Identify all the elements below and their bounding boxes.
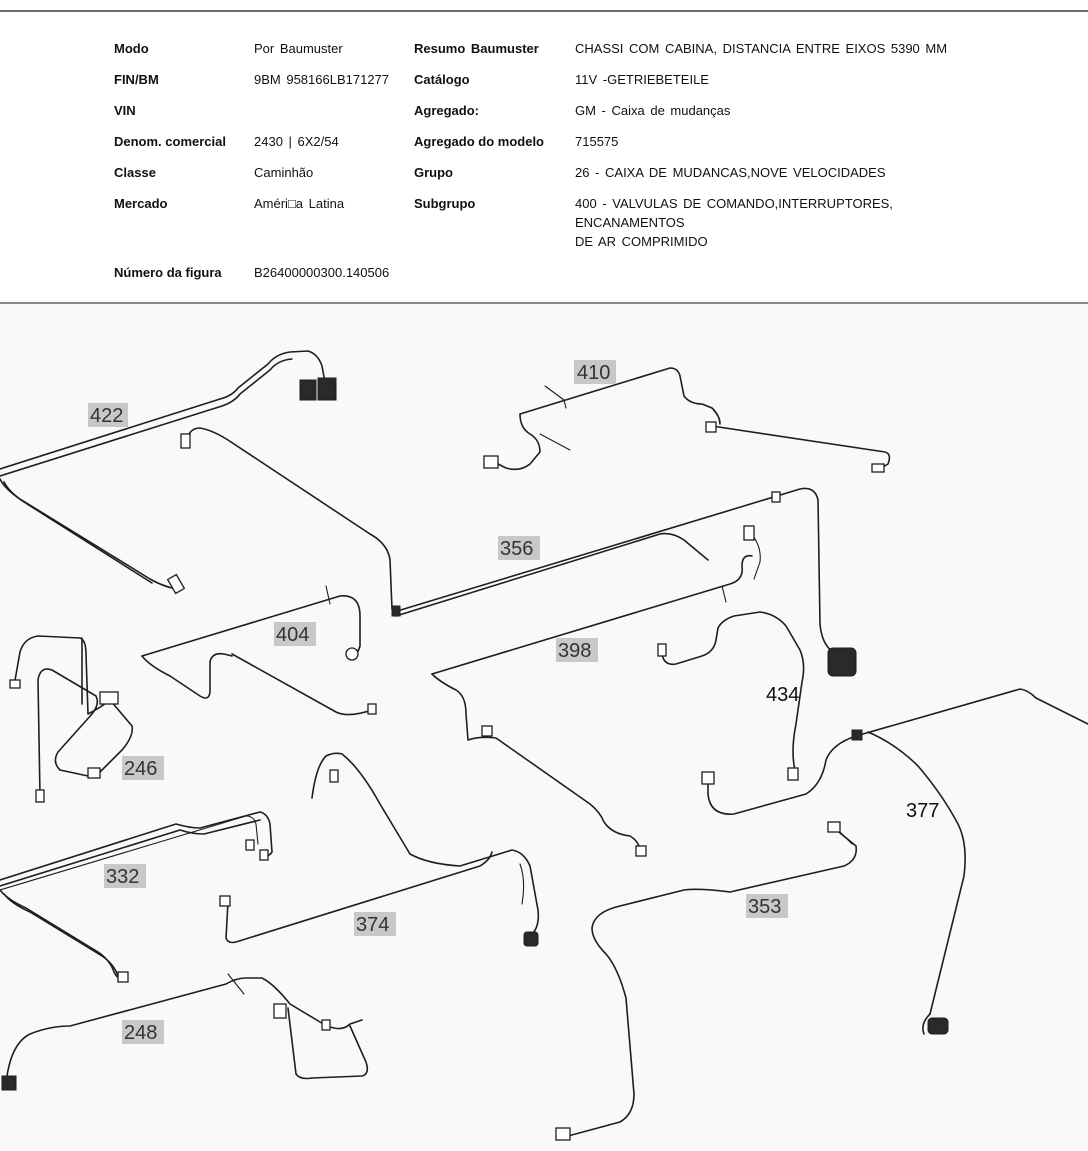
- label-mercado: Mercado: [114, 196, 168, 211]
- callout-410[interactable]: 410: [574, 360, 616, 384]
- label-numero-figura: Número da figura: [114, 265, 222, 280]
- top-divider: [0, 10, 1088, 12]
- label-denom-comercial: Denom. comercial: [114, 134, 226, 149]
- callout-374[interactable]: 374: [354, 912, 396, 936]
- callout-332[interactable]: 332: [104, 864, 146, 888]
- header-divider: [0, 302, 1088, 304]
- pipe-377[interactable]: [701, 688, 1088, 1035]
- callout-434-text: 434: [766, 684, 799, 706]
- pipe-374[interactable]: [219, 752, 540, 947]
- value-modo: Por Baumuster: [254, 41, 343, 56]
- callout-246[interactable]: 246: [122, 756, 164, 780]
- callout-248[interactable]: 248: [122, 1020, 164, 1044]
- value-classe: Caminhão: [254, 165, 314, 180]
- value-numero-figura: B26400000300.140506: [254, 265, 390, 280]
- pipe-332[interactable]: [0, 811, 273, 983]
- value-fin-bm: 9BM 958166LB171277: [254, 72, 390, 87]
- part-info-header: Modo Por Baumuster FIN/BM 9BM 958166LB17…: [0, 12, 1088, 302]
- callout-410-text: 410: [577, 362, 610, 384]
- label-grupo: Grupo: [414, 165, 453, 180]
- callout-398[interactable]: 398: [556, 638, 598, 662]
- label-agregado-modelo: Agregado do modelo: [414, 134, 544, 149]
- label-agregado: Agregado:: [414, 103, 479, 118]
- callout-422[interactable]: 422: [88, 403, 128, 427]
- parts-diagram: 422 410 356 404 398 434 246 377 332 374 …: [0, 304, 1088, 1151]
- label-fin-bm: FIN/BM: [114, 72, 159, 87]
- label-vin: VIN: [114, 103, 136, 118]
- value-grupo: 26 - CAIXA DE MUDANCAS,NOVE VELOCIDADES: [575, 165, 886, 180]
- callout-404-text: 404: [276, 624, 309, 646]
- callout-356[interactable]: 356: [498, 536, 540, 560]
- callout-398-text: 398: [558, 640, 591, 662]
- label-classe: Classe: [114, 165, 156, 180]
- value-denom-comercial: 2430 | 6X2/54: [254, 134, 339, 149]
- callout-353-text: 353: [748, 896, 781, 918]
- pipe-248[interactable]: [1, 973, 369, 1091]
- value-agregado-modelo: 715575: [575, 134, 619, 149]
- callout-422-text: 422: [90, 405, 123, 427]
- pipe-422[interactable]: [0, 350, 393, 610]
- callout-332-text: 332: [106, 866, 139, 888]
- callout-434[interactable]: 434: [766, 684, 799, 706]
- callout-353[interactable]: 353: [746, 894, 788, 918]
- callout-377[interactable]: 377: [906, 800, 939, 822]
- label-subgrupo: Subgrupo: [414, 196, 476, 211]
- value-subgrupo: 400 - VALVULAS DE COMANDO,INTERRUPTORES,…: [575, 196, 893, 249]
- pipe-410[interactable]: [483, 367, 891, 473]
- label-resumo-baumuster: Resumo Baumuster: [414, 41, 539, 56]
- pipe-404[interactable]: [141, 585, 377, 716]
- callout-377-text: 377: [906, 800, 939, 822]
- label-modo: Modo: [114, 41, 149, 56]
- callout-356-text: 356: [500, 538, 533, 560]
- pipe-246[interactable]: [9, 635, 134, 803]
- pipe-434[interactable]: [657, 611, 805, 781]
- callout-248-text: 248: [124, 1022, 157, 1044]
- pipe-356[interactable]: [391, 487, 857, 677]
- value-mercado: Améri□a Latina: [254, 196, 345, 211]
- value-agregado: GM - Caixa de mudanças: [575, 103, 731, 118]
- callout-404[interactable]: 404: [274, 622, 316, 646]
- label-catalogo: Catálogo: [414, 72, 470, 87]
- callout-374-text: 374: [356, 914, 389, 936]
- pipe-398[interactable]: [431, 554, 753, 857]
- pipes-drawing: 422 410 356 404 398 434 246 377 332 374 …: [0, 350, 1088, 1141]
- pipe-353[interactable]: [555, 821, 858, 1141]
- value-resumo-baumuster: CHASSI COM CABINA, DISTANCIA ENTRE EIXOS…: [575, 41, 948, 56]
- value-catalogo: 11V -GETRIEBETEILE: [575, 72, 709, 87]
- callout-246-text: 246: [124, 758, 157, 780]
